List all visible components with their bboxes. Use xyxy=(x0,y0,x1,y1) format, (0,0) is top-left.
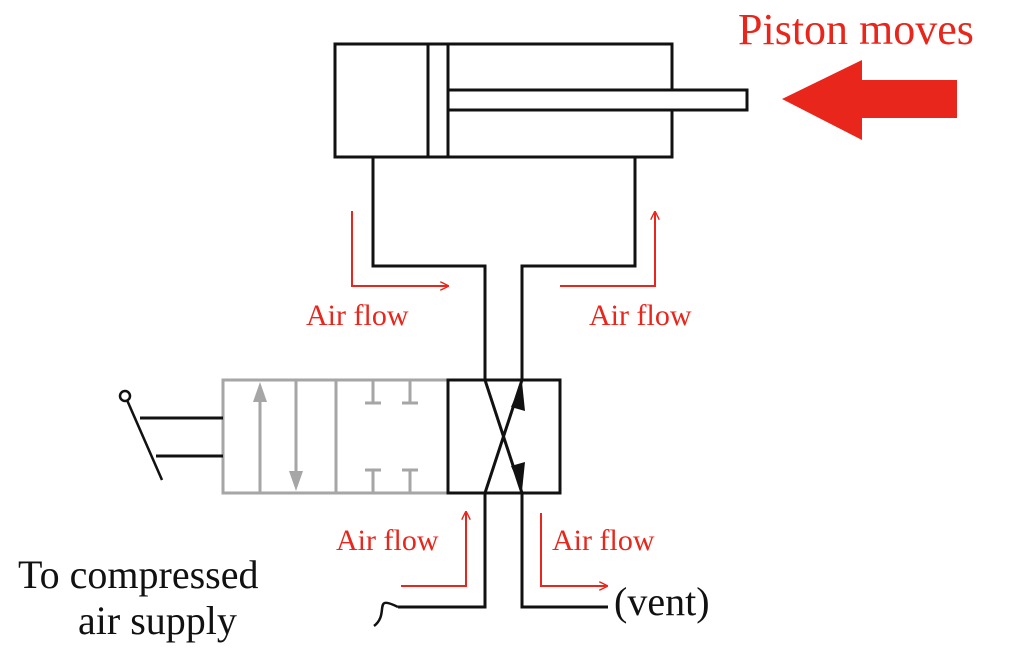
line-right xyxy=(520,157,637,380)
supply-break-symbol xyxy=(373,601,399,627)
valve-active-envelope xyxy=(446,378,562,495)
supply-line xyxy=(398,493,487,609)
supply-label-line2: air supply xyxy=(78,598,237,643)
air-flow-label-bottom-left: Air flow xyxy=(336,524,439,557)
air-flow-label-top-right: Air flow xyxy=(589,299,692,332)
flow-arrows xyxy=(351,211,655,587)
flow-arrow-top-right xyxy=(560,212,655,287)
vent-line xyxy=(520,493,608,609)
supply-label-line1: To compressed xyxy=(18,552,258,597)
valve-inactive-envelopes xyxy=(221,378,450,495)
cylinder xyxy=(333,42,749,159)
air-lines xyxy=(371,157,637,627)
flow-arrow-bottom-right xyxy=(540,513,607,586)
piston-rod xyxy=(446,88,749,112)
lever-actuator xyxy=(118,389,223,481)
flow-arrow-bottom-left xyxy=(401,512,466,587)
vent-label: (vent) xyxy=(614,579,710,624)
flow-arrow-top-left xyxy=(351,211,448,286)
piston-direction-arrow xyxy=(782,60,957,140)
line-left xyxy=(371,157,487,380)
air-flow-label-bottom-right: Air flow xyxy=(552,524,655,557)
title-label: Piston moves xyxy=(738,5,974,54)
air-flow-label-top-left: Air flow xyxy=(306,299,409,332)
